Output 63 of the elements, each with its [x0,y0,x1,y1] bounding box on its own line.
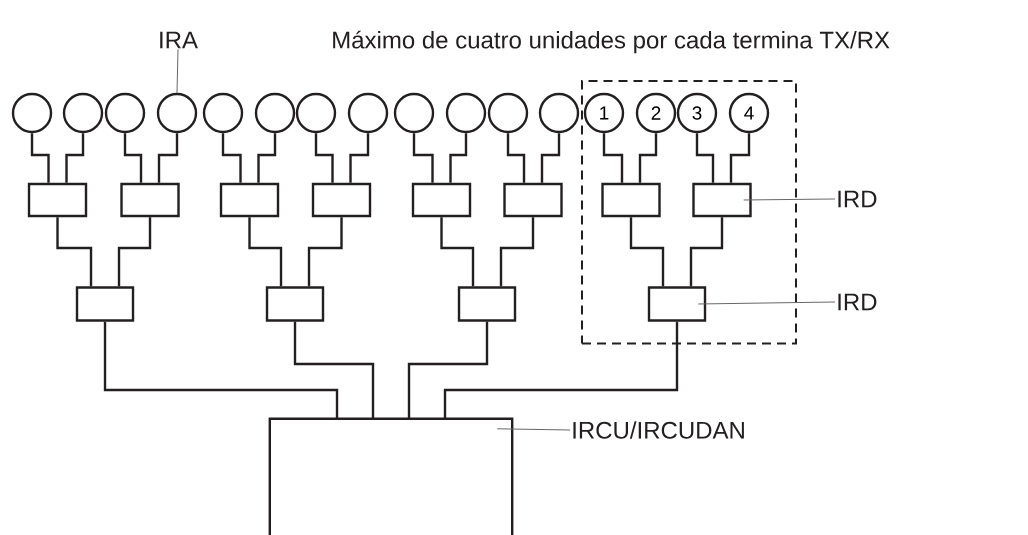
leader-line [697,301,836,305]
callout-label: IRA [160,31,198,49]
callout-label: IRCU/IRCUDAN [573,421,744,439]
unit-circle [202,92,244,134]
wire [638,133,658,183]
wire [103,321,339,419]
wire [307,217,343,287]
wire [602,133,624,183]
unit-circle [11,92,53,134]
wire [443,321,679,419]
unit-circle [393,92,435,134]
wire [412,133,434,183]
wire [123,133,143,183]
distributor-box [457,286,517,322]
unit-circle [62,92,104,134]
wire [293,321,375,419]
wire [499,217,535,287]
distributor-box [411,182,472,218]
wire [257,133,277,183]
unit-circle [156,92,198,134]
callout-label: IRD [838,293,877,311]
wire [56,217,93,287]
distributor-box [503,182,563,218]
wire [349,133,370,183]
distributor-box [692,182,752,218]
wire [30,133,50,183]
distributor-box [601,182,661,218]
wire [157,133,179,183]
wire [221,133,242,183]
unit-circle [347,92,389,134]
distributor-box [265,286,325,322]
dashed-group-frame [581,80,797,345]
wire [729,133,751,183]
note-text: Máximo de cuatro unidades por cada termina TX/RX [333,30,890,54]
wire [65,133,85,183]
wire [117,217,152,287]
control-unit-box [268,417,514,535]
distributor-box [311,182,372,218]
wire [314,133,334,183]
unit-circle [254,92,296,134]
unit-circle [487,92,529,134]
wire [629,217,665,287]
wire [248,217,283,287]
unit-circle [538,92,580,134]
distributor-box [647,286,707,322]
wire [407,321,489,419]
unit-circle [295,92,337,134]
wire [449,133,468,183]
wire [440,217,475,287]
leader-line [743,198,836,201]
distributor-box [27,182,88,218]
leader-line [176,48,179,94]
wire [689,217,724,287]
wire [695,133,715,183]
distributor-box [75,286,135,322]
unit-circle [104,92,146,134]
unit-circle [445,92,487,134]
wire [506,133,526,183]
leader-line [496,428,571,431]
callout-label: IRD [838,190,877,208]
distributor-box [219,182,280,218]
distributor-box [120,182,180,218]
wire [540,133,561,183]
